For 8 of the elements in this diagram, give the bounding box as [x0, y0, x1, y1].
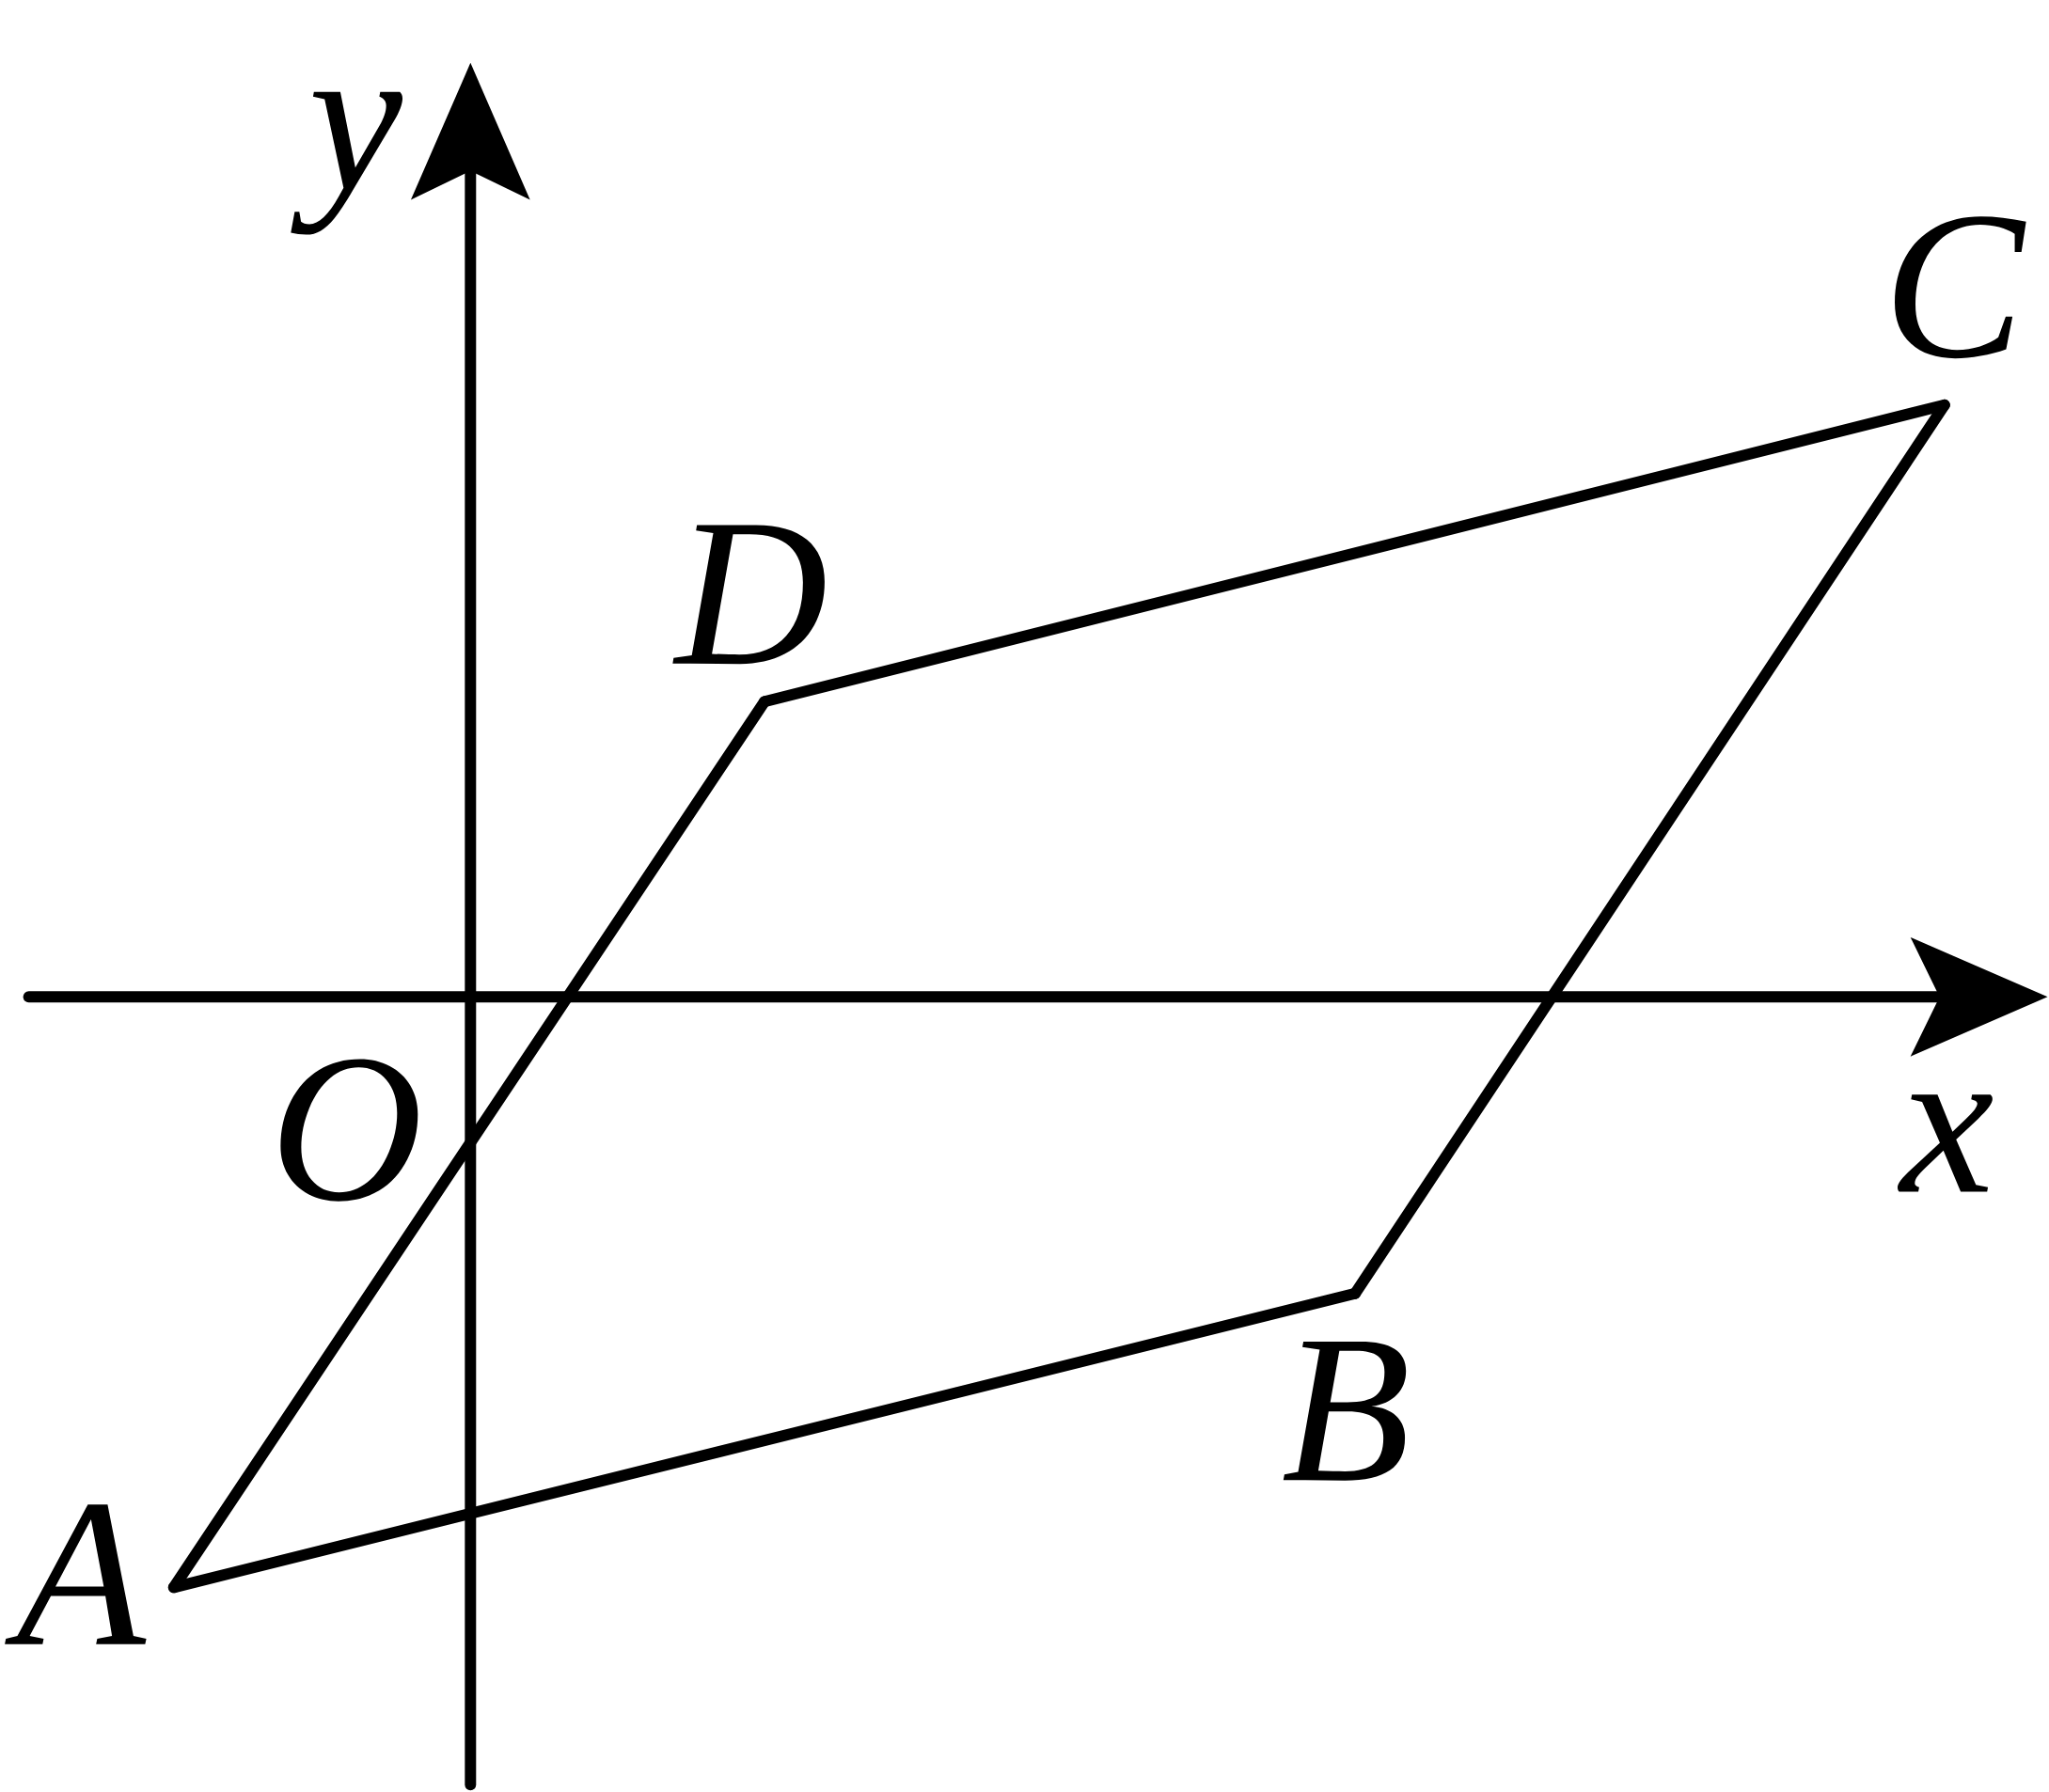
vertex-label: A [5, 1504, 147, 1644]
axis-label: y [291, 91, 402, 235]
vertex-label: B [1283, 1341, 1407, 1481]
vertex-label: D [672, 525, 825, 665]
axis-label: O [280, 1059, 418, 1202]
axis-label: x [1897, 1094, 1993, 1192]
side-line [167, 696, 770, 1594]
vertex-label: C [1895, 216, 2026, 359]
